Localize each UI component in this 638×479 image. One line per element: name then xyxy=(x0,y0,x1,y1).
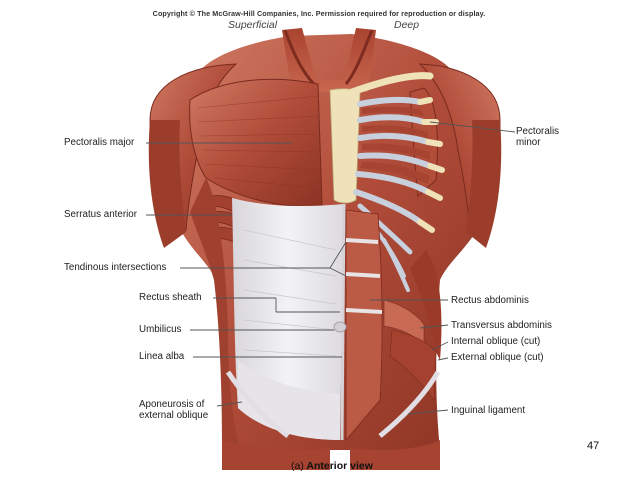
inguinal-ligament xyxy=(378,370,441,438)
label-serratus-anterior: Serratus anterior xyxy=(64,209,137,220)
label-rectus-sheath: Rectus sheath xyxy=(139,292,202,303)
caption-text: Anterior view xyxy=(306,460,373,472)
label-pectoralis-minor-line1: Pectoralis xyxy=(516,126,560,137)
aponeurosis-external-oblique-fascia xyxy=(238,360,340,440)
pectoralis-fibers xyxy=(197,95,319,189)
external-oblique-deep-muscle xyxy=(410,250,442,360)
label-internal-oblique: Internal oblique (cut) xyxy=(451,336,541,347)
leader-external-oblique xyxy=(437,357,449,361)
internal-oblique-muscle xyxy=(389,329,437,401)
inguinal-ligament-left xyxy=(225,370,290,438)
sternocleidomastoid-left xyxy=(283,29,316,86)
label-transversus-abdominis: Transversus abdominis xyxy=(451,320,552,331)
superficial-side-label: Superficial xyxy=(228,19,278,31)
page-number: 47 xyxy=(587,440,600,452)
label-pectoralis-major: Pectoralis major xyxy=(64,137,135,148)
label-aponeurosis-line2: external oblique xyxy=(139,410,209,421)
external-oblique-superficial xyxy=(190,178,240,450)
leader-aponeurosis xyxy=(216,401,243,407)
label-linea-alba: Linea alba xyxy=(139,351,185,362)
thigh-right xyxy=(350,440,440,470)
fascia-fibers xyxy=(243,229,337,357)
thigh-left xyxy=(222,440,330,470)
leader-inguinal xyxy=(407,409,449,415)
sternum xyxy=(329,88,361,204)
rectus-abdominis-muscle xyxy=(345,209,383,442)
label-rectus-abdominis: Rectus abdominis xyxy=(451,295,529,306)
intercostal-muscles xyxy=(360,106,430,184)
leader-internal-oblique xyxy=(431,341,449,351)
tendinous-intersections-bands xyxy=(345,238,383,314)
sternocleidomastoid-right xyxy=(344,29,374,85)
caption-tag: (a) xyxy=(291,460,304,472)
leader-tendinous-3 xyxy=(329,267,347,277)
label-umbilicus: Umbilicus xyxy=(139,324,182,335)
clavicle-deep xyxy=(348,72,434,96)
leader-transversus xyxy=(419,324,449,329)
figure-caption: (a) Anterior view xyxy=(291,460,373,472)
label-aponeurosis-line1: Aponeurosis of xyxy=(139,399,205,410)
label-inguinal-ligament: Inguinal ligament xyxy=(451,405,526,416)
linea-alba-line xyxy=(340,203,346,441)
leader-pectoralis-minor xyxy=(429,121,516,133)
copyright-notice: Copyright © The McGraw-Hill Companies, I… xyxy=(152,9,486,18)
leader-tendinous-2 xyxy=(329,241,347,269)
arm-right xyxy=(466,120,502,248)
label-tendinous-intersections: Tendinous intersections xyxy=(64,262,167,273)
arm-left xyxy=(148,120,186,248)
umbilicus-mark xyxy=(333,321,347,333)
deep-side-label: Deep xyxy=(394,19,420,31)
label-pectoralis-minor-line2: minor xyxy=(516,137,541,148)
label-external-oblique: External oblique (cut) xyxy=(451,352,544,363)
leader-lines xyxy=(146,121,516,415)
rib-cage xyxy=(353,96,433,292)
